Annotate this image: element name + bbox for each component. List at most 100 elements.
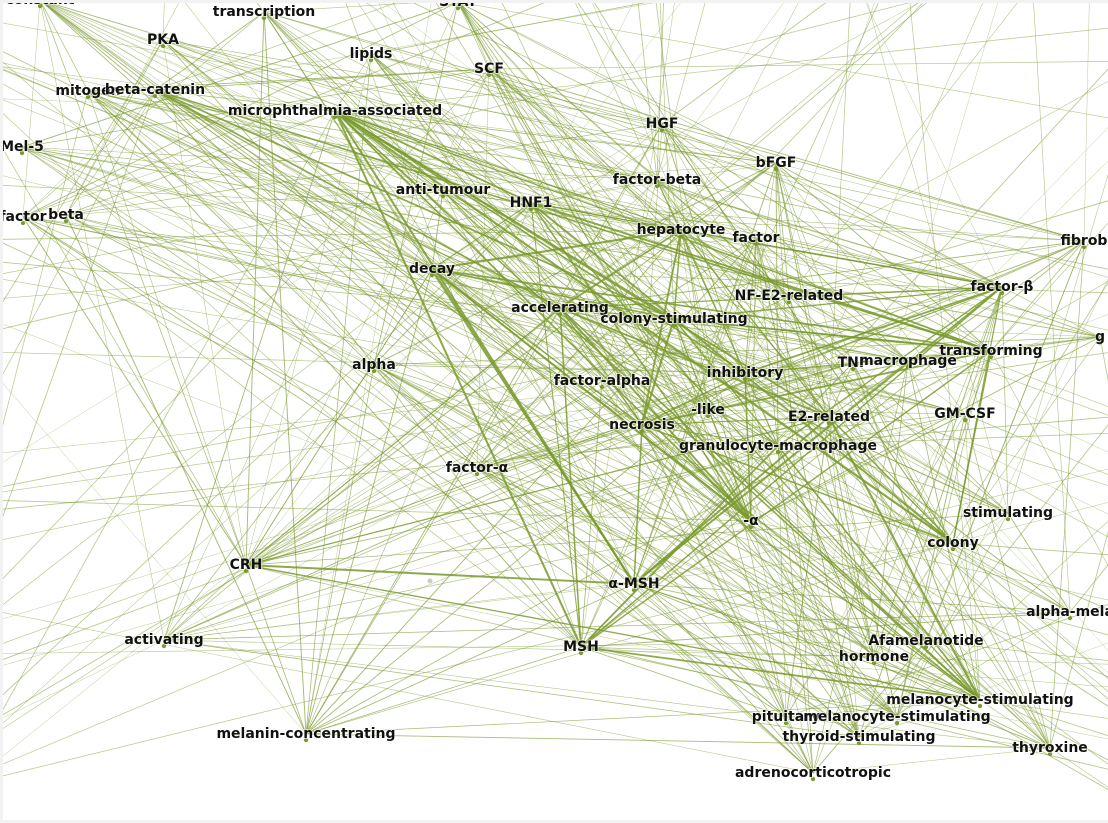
- node-label-msh[interactable]: MSH: [562, 638, 600, 656]
- node-label-activating[interactable]: activating: [123, 631, 204, 649]
- node-label-alpha[interactable]: alpha: [351, 356, 397, 374]
- node-label-hnf1[interactable]: HNF1: [509, 194, 554, 212]
- node-tnf[interactable]: [850, 366, 856, 372]
- node-label-beta[interactable]: beta: [47, 206, 85, 224]
- node-scf[interactable]: [486, 72, 492, 78]
- node-label-thyroid-stimulating[interactable]: thyroid-stimulating: [781, 728, 936, 746]
- node-label-transcription[interactable]: transcription: [212, 3, 316, 21]
- node-bfgf[interactable]: [773, 166, 779, 172]
- node-like[interactable]: [705, 413, 711, 419]
- node-melanin-concentrating[interactable]: [303, 737, 309, 743]
- node-label-factor-alpha[interactable]: factor-alpha: [553, 372, 652, 390]
- node-label-anti-tumour[interactable]: anti-tumour: [395, 181, 492, 199]
- node-minus-a[interactable]: [748, 524, 754, 530]
- node-crh[interactable]: [243, 568, 249, 574]
- node-e2-related[interactable]: [826, 420, 832, 426]
- node-label-adrenocorticotropic[interactable]: adrenocorticotropic: [734, 764, 892, 782]
- node-label-lipids[interactable]: lipids: [349, 45, 394, 63]
- node-beta[interactable]: [63, 218, 69, 224]
- node-accelerating[interactable]: [557, 311, 563, 317]
- node-mel5[interactable]: [19, 150, 25, 156]
- node-stimulating[interactable]: [1005, 516, 1011, 522]
- node-afamelanotide[interactable]: [923, 644, 929, 650]
- node-label-scf[interactable]: SCF: [473, 60, 505, 78]
- node-msh[interactable]: [578, 650, 584, 656]
- node-label-factor-left[interactable]: factor: [3, 208, 48, 226]
- node-macrophage[interactable]: [905, 364, 911, 370]
- node-activating[interactable]: [161, 643, 167, 649]
- node-hormone[interactable]: [871, 660, 877, 666]
- node-label-fibrob[interactable]: fibrob: [1060, 232, 1108, 250]
- node-factor-a[interactable]: [474, 471, 480, 477]
- node-factor-beta[interactable]: [654, 183, 660, 189]
- node-label-macrophage[interactable]: macrophage: [858, 352, 958, 370]
- node-label-factor-b[interactable]: factor-β: [970, 278, 1035, 296]
- node-constant[interactable]: [37, 3, 43, 9]
- node-thyroid-stimulating[interactable]: [856, 740, 862, 746]
- node-transforming[interactable]: [988, 354, 994, 360]
- node-label-thyroxine[interactable]: thyroxine: [1011, 739, 1089, 757]
- node-label-tnf[interactable]: TNF: [837, 354, 870, 372]
- node-fibrob[interactable]: [1081, 244, 1087, 250]
- node-label-e2-related[interactable]: E2-related: [787, 408, 871, 426]
- node-label-stimulating[interactable]: stimulating: [962, 504, 1054, 522]
- node-label-g-edge[interactable]: g: [1094, 328, 1106, 346]
- node-a-msh[interactable]: [631, 587, 637, 593]
- node-hgf[interactable]: [659, 127, 665, 133]
- node-melanocyte-stimulating-2[interactable]: [894, 720, 900, 726]
- node-label-minus-a[interactable]: -α: [742, 512, 760, 530]
- node-label-constant[interactable]: constant: [4, 3, 75, 9]
- node-label-hormone[interactable]: hormone: [838, 648, 910, 666]
- node-label-mel5[interactable]: Mel-5: [3, 138, 45, 156]
- node-label-hepatocyte[interactable]: hepatocyte: [636, 221, 727, 239]
- node-label-colony-stimulating[interactable]: colony-stimulating: [599, 310, 748, 328]
- node-label-melanin-concentrating[interactable]: melanin-concentrating: [215, 725, 396, 743]
- node-label-factor[interactable]: factor: [731, 229, 780, 247]
- node-mitogen[interactable]: [85, 94, 91, 100]
- node-label-crh[interactable]: CRH: [229, 556, 264, 574]
- node-stat[interactable]: [455, 5, 461, 11]
- node-label-decay[interactable]: decay: [408, 260, 456, 278]
- node-g-edge[interactable]: [1097, 340, 1103, 346]
- node-label-necrosis[interactable]: necrosis: [608, 416, 676, 434]
- node-hepatocyte[interactable]: [678, 233, 684, 239]
- node-label-pituitary[interactable]: pituitary: [751, 708, 821, 726]
- node-label-like[interactable]: -like: [690, 401, 726, 419]
- node-colony-stimulating[interactable]: [671, 322, 677, 328]
- node-label-colony[interactable]: colony: [926, 534, 979, 552]
- node-label-factor-beta[interactable]: factor-beta: [612, 171, 703, 189]
- node-label-granulocyte-macrophage[interactable]: granulocyte-macrophage: [678, 437, 878, 455]
- node-pka[interactable]: [160, 43, 166, 49]
- node-alpha-mela[interactable]: [1067, 615, 1073, 621]
- node-label-afamelanotide[interactable]: Afamelanotide: [867, 632, 984, 650]
- node-inhibitory[interactable]: [742, 376, 748, 382]
- node-factor-b[interactable]: [999, 290, 1005, 296]
- node-gm-csf[interactable]: [962, 417, 968, 423]
- node-nf-e2[interactable]: [786, 299, 792, 305]
- node-label-gm-csf[interactable]: GM-CSF: [933, 405, 996, 423]
- node-label-a-msh[interactable]: α-MSH: [607, 575, 660, 593]
- node-label-melanocyte-stimulating[interactable]: melanocyte-stimulating: [885, 691, 1074, 709]
- node-label-alpha-mela[interactable]: alpha-mela: [1025, 603, 1108, 621]
- node-label-inhibitory[interactable]: inhibitory: [706, 364, 785, 382]
- node-label-hgf[interactable]: HGF: [645, 115, 680, 133]
- node-label-accelerating[interactable]: accelerating: [510, 299, 610, 317]
- node-label-microphthalmia[interactable]: microphthalmia-associated: [227, 102, 443, 120]
- node-label-melanocyte-stimulating-2[interactable]: melanocyte-stimulating: [802, 708, 991, 726]
- node-label-stat[interactable]: STAT: [438, 3, 478, 11]
- node-alpha[interactable]: [371, 368, 377, 374]
- node-thyroxine[interactable]: [1047, 751, 1053, 757]
- node-label-beta-catenin[interactable]: beta-catenin: [104, 81, 206, 99]
- node-factor[interactable]: [753, 241, 759, 247]
- node-anti-tumour[interactable]: [440, 193, 446, 199]
- node-melanocyte-stimulating[interactable]: [977, 703, 983, 709]
- node-label-mitogen[interactable]: mitogen: [54, 82, 121, 100]
- node-factor-left[interactable]: [20, 220, 26, 226]
- node-colony[interactable]: [950, 546, 956, 552]
- node-necrosis[interactable]: [639, 428, 645, 434]
- node-beta-catenin[interactable]: [152, 93, 158, 99]
- node-decay[interactable]: [429, 272, 435, 278]
- node-label-pka[interactable]: PKA: [146, 31, 180, 49]
- node-factor-alpha[interactable]: [599, 384, 605, 390]
- node-microphthalmia[interactable]: [332, 114, 338, 120]
